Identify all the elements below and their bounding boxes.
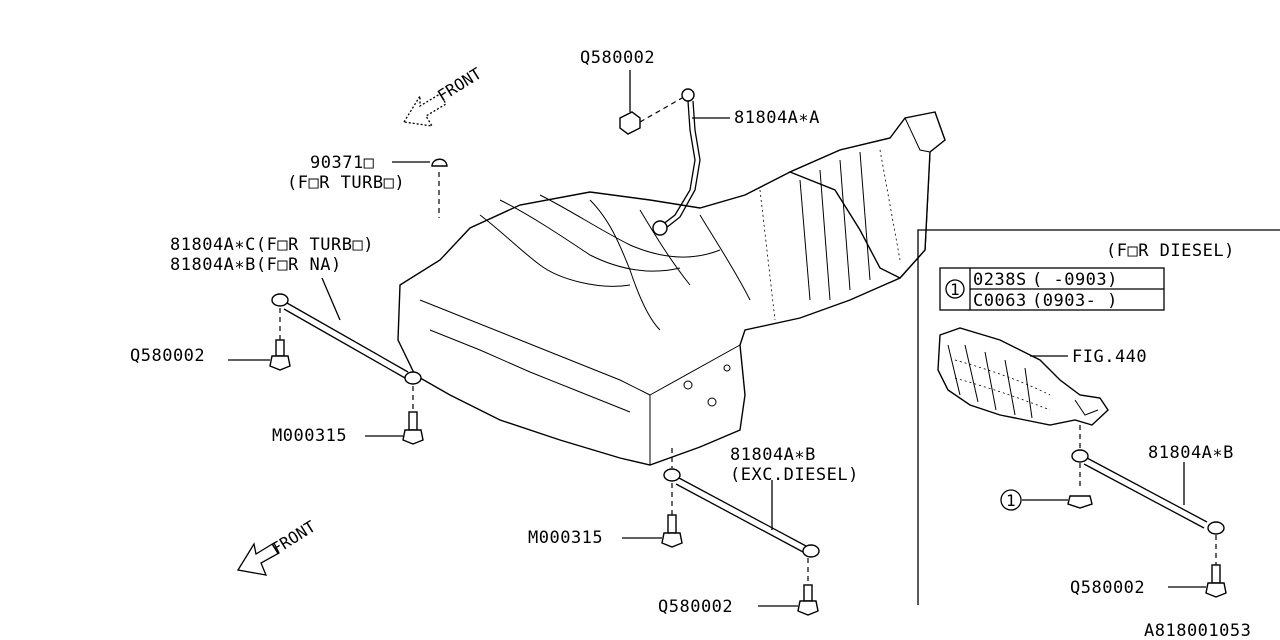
front-label-bottom: FRONT <box>268 517 319 559</box>
nut-ref-marker: 1 <box>1006 491 1016 510</box>
nut-ref-1: 1 <box>1000 463 1093 511</box>
ground-strap-left <box>271 277 422 385</box>
label-90371-note: (F□R TURB□) <box>287 173 405 193</box>
label-81804a-b-diesel: 81804A∗B <box>1148 443 1234 463</box>
bolt-m000315-left <box>365 386 424 445</box>
label-81804a-b-na: 81804A∗B(F□R NA) <box>170 255 342 275</box>
label-fig440: FIG.440 <box>1072 347 1147 367</box>
ref-row-1-range: ( -0903) <box>1032 270 1118 290</box>
diagram-id: A818001053 <box>1144 621 1251 640</box>
bolt-q580002-top <box>619 70 683 135</box>
label-m000315-bottom: M000315 <box>528 528 603 548</box>
ground-strap-diesel <box>1071 449 1225 535</box>
label-exc-diesel: (EXC.DIESEL) <box>730 465 859 485</box>
label-90371: 90371□ <box>310 153 375 173</box>
label-q580002-top: Q580002 <box>580 48 655 68</box>
front-label-top: FRONT <box>434 64 485 106</box>
ref-row-2-range: (0903- ) <box>1032 291 1118 311</box>
ground-strap-a <box>652 88 730 236</box>
ref-row-1-part: 0238S <box>973 270 1027 290</box>
ground-strap-bottom <box>663 448 820 558</box>
label-81804a-c: 81804A∗C(F□R TURB□) <box>170 235 374 255</box>
label-m000315-left: M000315 <box>272 426 347 446</box>
bolt-q580002-left <box>228 308 291 371</box>
front-arrow-bottom: FRONT <box>236 517 319 576</box>
label-81804a-a: 81804A∗A <box>734 108 820 128</box>
catalytic-converter <box>937 327 1109 450</box>
ref-table-marker: 1 <box>950 280 960 299</box>
plug-90371 <box>392 158 448 218</box>
front-arrow-top: FRONT <box>402 64 485 127</box>
ref-row-2-part: C0063 <box>973 291 1027 311</box>
label-for-diesel: (F□R DIESEL) <box>1106 241 1235 261</box>
bolt-m000315-bottom <box>622 483 683 548</box>
diesel-inset <box>917 229 1280 605</box>
bolt-q580002-diesel <box>1168 535 1227 598</box>
bolt-q580002-bottom <box>758 558 819 616</box>
label-q580002-diesel: Q580002 <box>1070 578 1145 598</box>
reference-table: 1 0238S ( -0903) C0063 (0903- ) <box>939 267 1165 311</box>
label-q580002-left: Q580002 <box>130 346 205 366</box>
label-81804a-b-exc: 81804A∗B <box>730 445 816 465</box>
engine-transmission-assembly <box>397 111 946 466</box>
label-q580002-bottom: Q580002 <box>658 597 733 617</box>
